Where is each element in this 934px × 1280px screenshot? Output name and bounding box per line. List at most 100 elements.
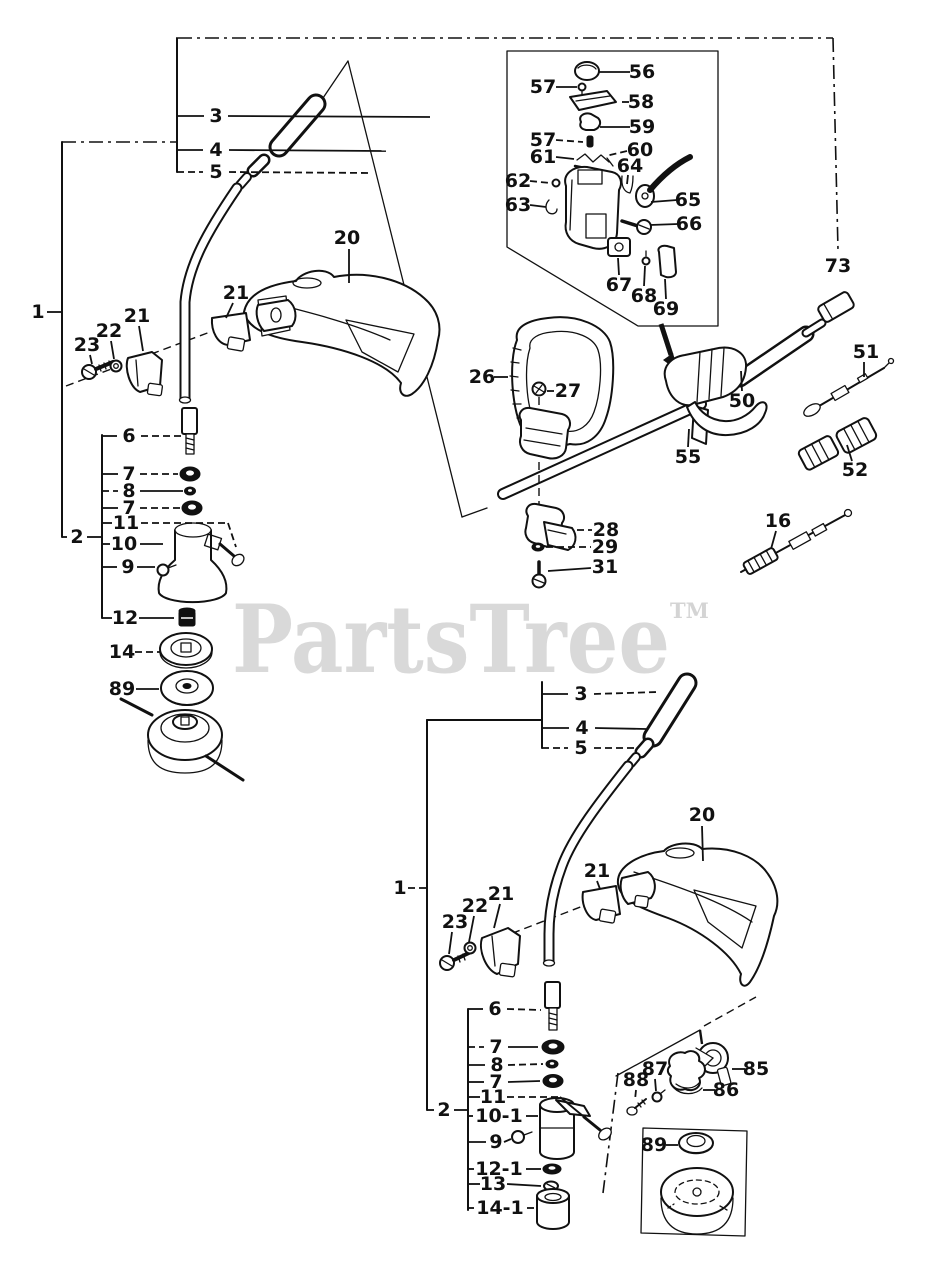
leader-line-50 (740, 370, 743, 392)
part-callout-52: 52 (842, 459, 868, 481)
part-callout-9: 9 (489, 1131, 502, 1153)
housing-10-1 (539, 1104, 575, 1160)
part-callout-6: 6 (488, 998, 501, 1020)
part-callout-29: 29 (592, 536, 618, 558)
leader-line-16 (770, 530, 777, 550)
leader-line-5 (228, 171, 371, 174)
part-callout-64: 64 (617, 155, 643, 177)
clip-63 (545, 199, 558, 215)
part-callout-22: 22 (96, 320, 122, 342)
shaft-6 (544, 981, 561, 1009)
leader-line-52 (846, 444, 853, 462)
leader-line-31 (547, 567, 592, 572)
part-callout-85: 85 (743, 1058, 769, 1080)
part-callout-11: 11 (113, 512, 139, 534)
part-callout-89: 89 (109, 678, 135, 700)
top-clamp-fasteners (81, 351, 164, 397)
part-callout-21: 21 (124, 305, 150, 327)
throttle-housing-50 (663, 346, 768, 445)
bell-housing-10 (157, 529, 228, 604)
spring-60 (576, 153, 610, 163)
screw-62 (551, 178, 561, 188)
top-bar-clamps-21 (210, 299, 297, 352)
leader-line-9 (503, 1138, 512, 1143)
cup-14-1 (536, 1195, 570, 1230)
part-callout-57: 57 (530, 129, 556, 151)
couplers-52 (797, 417, 878, 471)
part-callout-89: 89 (641, 1134, 667, 1156)
leader-line-11 (559, 1096, 584, 1117)
part-callout-20: 20 (334, 227, 360, 249)
part-callout-50: 50 (729, 390, 755, 412)
end-cap-73 (817, 291, 855, 323)
handle-clamp (518, 406, 571, 460)
leader-line-22 (468, 915, 475, 943)
shaft-clamp-28 (524, 502, 577, 589)
leader-line-87 (654, 1078, 657, 1092)
top-gear-head-stack (119, 407, 245, 782)
leader-line-68 (643, 265, 646, 287)
part-callout-59: 59 (629, 116, 655, 138)
leader-line-66 (649, 223, 679, 226)
leader-line-6 (506, 1008, 542, 1011)
part-callout-20: 20 (689, 804, 715, 826)
leader-line-21 (225, 302, 234, 319)
leader-line-23 (89, 354, 93, 365)
part-callout-87: 87 (642, 1058, 668, 1080)
leader-line-13 (506, 1183, 542, 1187)
top-guard-20 (243, 269, 441, 397)
pin-64 (621, 175, 634, 194)
part-callout-8: 8 (122, 480, 135, 502)
part-callout-66: 66 (676, 213, 702, 235)
leader-line-65 (650, 199, 678, 203)
watermark: PartsTree TM (232, 585, 709, 695)
leader-line-61 (555, 156, 575, 160)
part-callout-22: 22 (462, 895, 488, 917)
part-callout-68: 68 (631, 285, 657, 307)
part-callout-9: 9 (121, 556, 134, 578)
part-callout-3: 3 (574, 683, 587, 705)
trimmer-line (119, 697, 154, 717)
washer-22 (109, 359, 123, 373)
part-callout-12-1: 12-1 (475, 1158, 523, 1180)
screw-11 (582, 1115, 602, 1132)
part-callout-3: 3 (209, 105, 222, 127)
leader-line-62 (529, 180, 551, 184)
trigger-55 (686, 401, 768, 437)
part-callout-4: 4 (575, 717, 588, 739)
part-callout-2: 2 (437, 1099, 450, 1121)
leader-line-69 (664, 278, 667, 300)
leader-line-21 (493, 903, 501, 929)
leader-line-11 (227, 522, 237, 548)
part-callout-7: 7 (489, 1071, 502, 1093)
part-callout-7: 7 (122, 463, 135, 485)
leader-line-7 (507, 1080, 541, 1083)
part-callout-88: 88 (623, 1069, 649, 1091)
throttle-housing-body (564, 165, 622, 250)
bottom-handlebar-assembly (542, 672, 698, 967)
part-callout-21: 21 (223, 282, 249, 304)
part-callout-10-1: 10-1 (475, 1105, 523, 1127)
part-callout-5: 5 (209, 161, 222, 183)
bottom-inset-head (660, 1132, 734, 1235)
screw-11 (218, 542, 236, 558)
lever-59 (579, 112, 602, 131)
part-callout-31: 31 (592, 556, 618, 578)
part-callout-8: 8 (490, 1054, 503, 1076)
bolt-9 (511, 1130, 525, 1144)
pin-57 (586, 135, 594, 148)
part-callout-1: 1 (393, 877, 406, 899)
part-callout-65: 65 (675, 189, 701, 211)
part-callout-62: 62 (505, 170, 531, 192)
main-shaft-assembly (497, 291, 855, 500)
bottom-clamp-fasteners (439, 927, 521, 978)
leader-line-22 (110, 340, 115, 360)
watermark-text: PartsTree (232, 585, 670, 695)
spool-head (660, 1167, 734, 1235)
leader-line-21 (596, 880, 601, 890)
part-callout-7: 7 (122, 497, 135, 519)
leader-line-4 (228, 149, 387, 152)
trimmer-line (204, 754, 245, 782)
leader-line-63 (529, 204, 547, 208)
